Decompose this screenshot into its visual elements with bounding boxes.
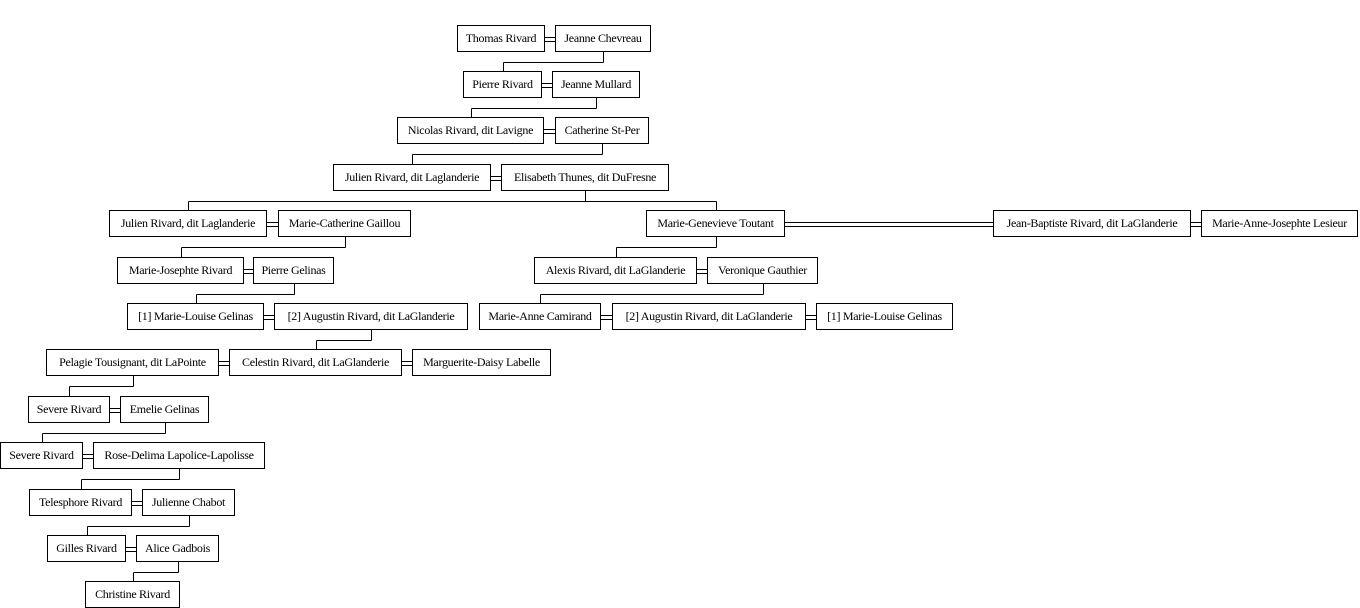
person-box: [2] Augustin Rivard, dit LaGlanderie xyxy=(274,303,468,330)
person-box: Pierre Rivard xyxy=(463,71,542,98)
person-box: Thomas Rivard xyxy=(457,25,545,52)
person-box: Pelagie Tousignant, dit LaPointe xyxy=(46,349,219,376)
person-box: Julienne Chabot xyxy=(142,489,235,516)
person-box: [1] Marie-Louise Gelinas xyxy=(816,303,953,330)
person-box: Rose-Delima Lapolice-Lapolisse xyxy=(93,442,265,469)
person-box: Veronique Gauthier xyxy=(707,257,818,284)
person-box: Catherine St-Per xyxy=(555,117,649,144)
person-box: Severe Rivard xyxy=(28,396,110,423)
person-box: Nicolas Rivard, dit Lavigne xyxy=(397,117,544,144)
person-box: Jeanne Chevreau xyxy=(555,25,651,52)
person-box: Marguerite-Daisy Labelle xyxy=(412,349,551,376)
person-box: Celestin Rivard, dit LaGlanderie xyxy=(229,349,402,376)
person-box: [2] Augustin Rivard, dit LaGlanderie xyxy=(612,303,806,330)
person-box: Jean-Baptiste Rivard, dit LaGlanderie xyxy=(993,210,1191,237)
person-box: Marie-Anne Camirand xyxy=(479,303,601,330)
person-box: Pierre Gelinas xyxy=(253,257,334,284)
person-box: Marie-Catherine Gaillou xyxy=(278,210,411,237)
person-box: [1] Marie-Louise Gelinas xyxy=(127,303,264,330)
person-box: Jeanne Mullard xyxy=(552,71,640,98)
person-box: Gilles Rivard xyxy=(47,535,126,562)
person-box: Marie-Genevieve Toutant xyxy=(646,210,785,237)
person-box: Alexis Rivard, dit LaGlanderie xyxy=(534,257,697,284)
person-box: Alice Gadbois xyxy=(136,535,219,562)
person-box: Emelie Gelinas xyxy=(120,396,209,423)
person-box: Telesphore Rivard xyxy=(29,489,132,516)
person-box: Marie-Anne-Josephte Lesieur xyxy=(1201,210,1358,237)
person-box: Julien Rivard, dit Laglanderie xyxy=(109,210,267,237)
person-box: Marie-Josephte Rivard xyxy=(117,257,244,284)
person-box: Severe Rivard xyxy=(0,442,83,469)
person-box: Christine Rivard xyxy=(85,581,180,608)
person-box: Elisabeth Thunes, dit DuFresne xyxy=(501,164,669,191)
person-box: Julien Rivard, dit Laglanderie xyxy=(333,164,491,191)
